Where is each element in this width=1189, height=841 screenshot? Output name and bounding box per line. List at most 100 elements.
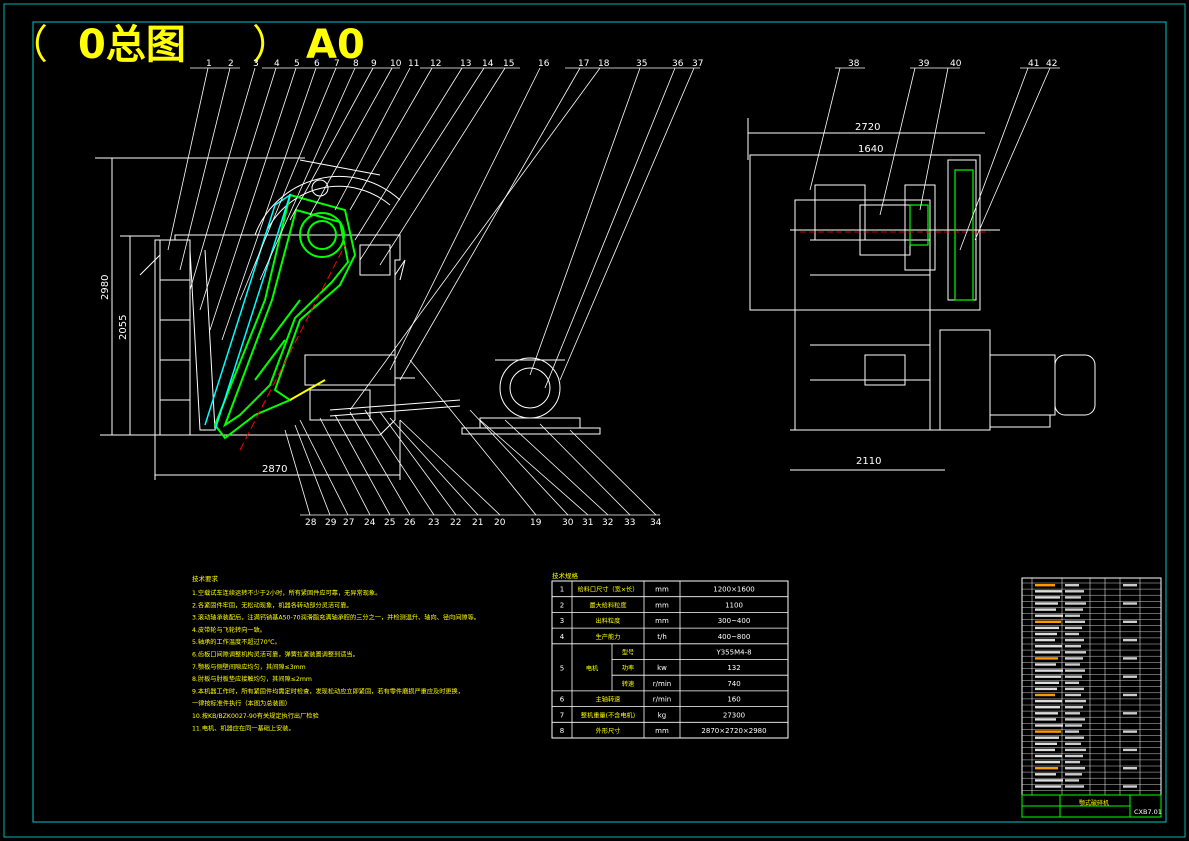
tech-requirement-item: 10.按KB/BZK0027-90有关规定执行出厂检验 <box>192 712 319 720</box>
spec-row-value: 300~400 <box>718 617 751 625</box>
spec-row-unit: kg <box>658 711 667 719</box>
spec-row-value: 400~800 <box>718 633 751 641</box>
part-number-label: 1 <box>206 59 212 69</box>
dim-height-inner: 2055 <box>118 315 129 340</box>
svg-text:A0: A0 <box>306 22 365 68</box>
part-number-label: 24 <box>364 518 376 528</box>
tech-requirements: 技术要求 1.空载试车连续运转不少于2小时，所有紧固件应可靠，无异常现象。2.各… <box>192 574 480 732</box>
part-number-label: 38 <box>848 59 860 69</box>
spec-row-name: 电机 <box>586 664 599 672</box>
title-block-code: CXB7.01 <box>1134 808 1162 816</box>
spec-row-value: 740 <box>727 680 740 688</box>
part-number-label: 35 <box>636 59 647 69</box>
tech-requirement-item: 8.肘板与肘板垫应接触均匀，其间隙≤2mm <box>192 675 312 683</box>
part-number-label: 25 <box>384 518 395 528</box>
spec-row-name: 外形尺寸 <box>596 727 621 735</box>
part-number-label: 37 <box>692 59 703 69</box>
spec-row-value: 160 <box>727 696 740 704</box>
leader-lines-bottom <box>284 359 660 516</box>
svg-text:）: ） <box>252 22 292 68</box>
toggle-plate <box>289 379 326 401</box>
leader-lines-right <box>809 67 1060 251</box>
part-number-label: 36 <box>672 59 684 69</box>
spec-row-name: 生产能力 <box>596 633 621 641</box>
part-number-label: 7 <box>334 59 340 69</box>
tech-requirement-item: 11.电机、机器应在同一基础上安装。 <box>192 724 295 732</box>
spec-row-unit: kw <box>657 664 667 672</box>
inner-frame <box>32 21 1167 823</box>
spec-row-name: 最大给料粒度 <box>589 601 626 609</box>
tech-requirement-item: 6.齿板口间隙调整机构灵活可靠，弹簧拉紧装置调整到适当。 <box>192 651 359 659</box>
spec-row-number: 2 <box>560 601 564 609</box>
spec-row-value: 27300 <box>723 711 745 719</box>
center-line <box>239 244 346 451</box>
part-number-label: 22 <box>450 518 461 528</box>
part-number-label: 21 <box>472 518 483 528</box>
part-number-label: 18 <box>598 59 610 69</box>
spec-row-value: 1100 <box>725 601 743 609</box>
spec-row-unit: r/min <box>653 680 671 688</box>
spec-row-unit: t/h <box>657 633 667 641</box>
dim-width-left: 2870 <box>262 464 287 475</box>
leader-lines-top <box>167 67 700 411</box>
part-number-label: 14 <box>482 59 494 69</box>
spec-row-number: 1 <box>560 586 564 594</box>
spec-row-value: 2870×2720×2980 <box>701 727 766 735</box>
tech-requirement-item: 9.本机器工作时，所有紧固件均需定时检查，发现松动应立即紧固，若有零件磨损严重应… <box>192 687 464 695</box>
spec-row-number: 6 <box>560 696 565 704</box>
tech-requirement-item: 1.空载试车连续运转不少于2小时，所有紧固件应可靠，无异常现象。 <box>192 589 381 597</box>
parts-list <box>1021 577 1162 818</box>
part-number-label: 33 <box>624 518 635 528</box>
part-number-label: 13 <box>460 59 471 69</box>
part-number-label: 34 <box>650 518 662 528</box>
spec-row-name: 主轴转速 <box>596 696 621 704</box>
part-number-label: 4 <box>274 59 280 69</box>
moving-jaw <box>213 193 357 440</box>
drawing-title: （ 0总图 ） A0 <box>8 22 365 68</box>
spec-row-unit: mm <box>655 617 669 625</box>
spec-row-subname: 功率 <box>622 664 634 672</box>
part-number-label: 10 <box>390 59 402 69</box>
spec-row-value: 132 <box>727 664 740 672</box>
part-number-label: 15 <box>503 59 514 69</box>
part-number-label: 9 <box>371 59 377 69</box>
spec-row-name: 出料粒度 <box>596 617 621 625</box>
dim-height-total: 2980 <box>100 275 111 300</box>
tech-requirement-item: 2.各紧固件牢固，无松动现象，机器各转动部分灵活可靠。 <box>192 601 353 609</box>
part-number-label: 3 <box>253 59 259 69</box>
part-number-label: 11 <box>408 59 419 69</box>
part-number-label: 32 <box>602 518 613 528</box>
part-number-label: 20 <box>494 518 506 528</box>
part-number-label: 8 <box>353 59 359 69</box>
spec-row-subname: 型号 <box>622 648 634 656</box>
spec-row-name: 整机重量(不含电机) <box>581 711 635 719</box>
part-number-label: 6 <box>314 59 320 69</box>
spec-row-unit: mm <box>655 727 669 735</box>
spec-row-number: 5 <box>560 664 564 672</box>
spec-row-number: 4 <box>560 633 565 641</box>
spec-row-value: 1200×1600 <box>713 586 755 594</box>
title-block-name: 颚式破碎机 <box>1079 799 1109 807</box>
part-number-label: 40 <box>950 59 962 69</box>
tech-requirement-item: 5.轴承的工作温度不超过70℃。 <box>192 638 281 646</box>
spec-row-number: 8 <box>560 727 564 735</box>
part-number-label: 2 <box>228 59 234 69</box>
jaw-plate <box>204 193 292 431</box>
spec-row-unit: mm <box>655 586 669 594</box>
spec-row-number: 7 <box>560 711 564 719</box>
part-number-label: 12 <box>430 59 441 69</box>
part-number-label: 23 <box>428 518 439 528</box>
dim-width-top: 2720 <box>855 122 880 133</box>
tech-requirement-item: 7.颚板与侧壁间隙应均匀，其间隙≤3mm <box>192 663 306 671</box>
tech-requirement-item: 3.滚动轴承装配后，注满钙钠基A50-70润滑脂充满轴承腔的三分之一，并检测温升… <box>192 614 480 622</box>
part-number-label: 42 <box>1046 59 1057 69</box>
tech-requirement-item: 4.皮带轮与飞轮转向一致。 <box>192 626 266 634</box>
spec-row-subname: 转速 <box>622 680 634 688</box>
spec-row-unit: mm <box>655 601 669 609</box>
part-number-label: 28 <box>305 518 317 528</box>
